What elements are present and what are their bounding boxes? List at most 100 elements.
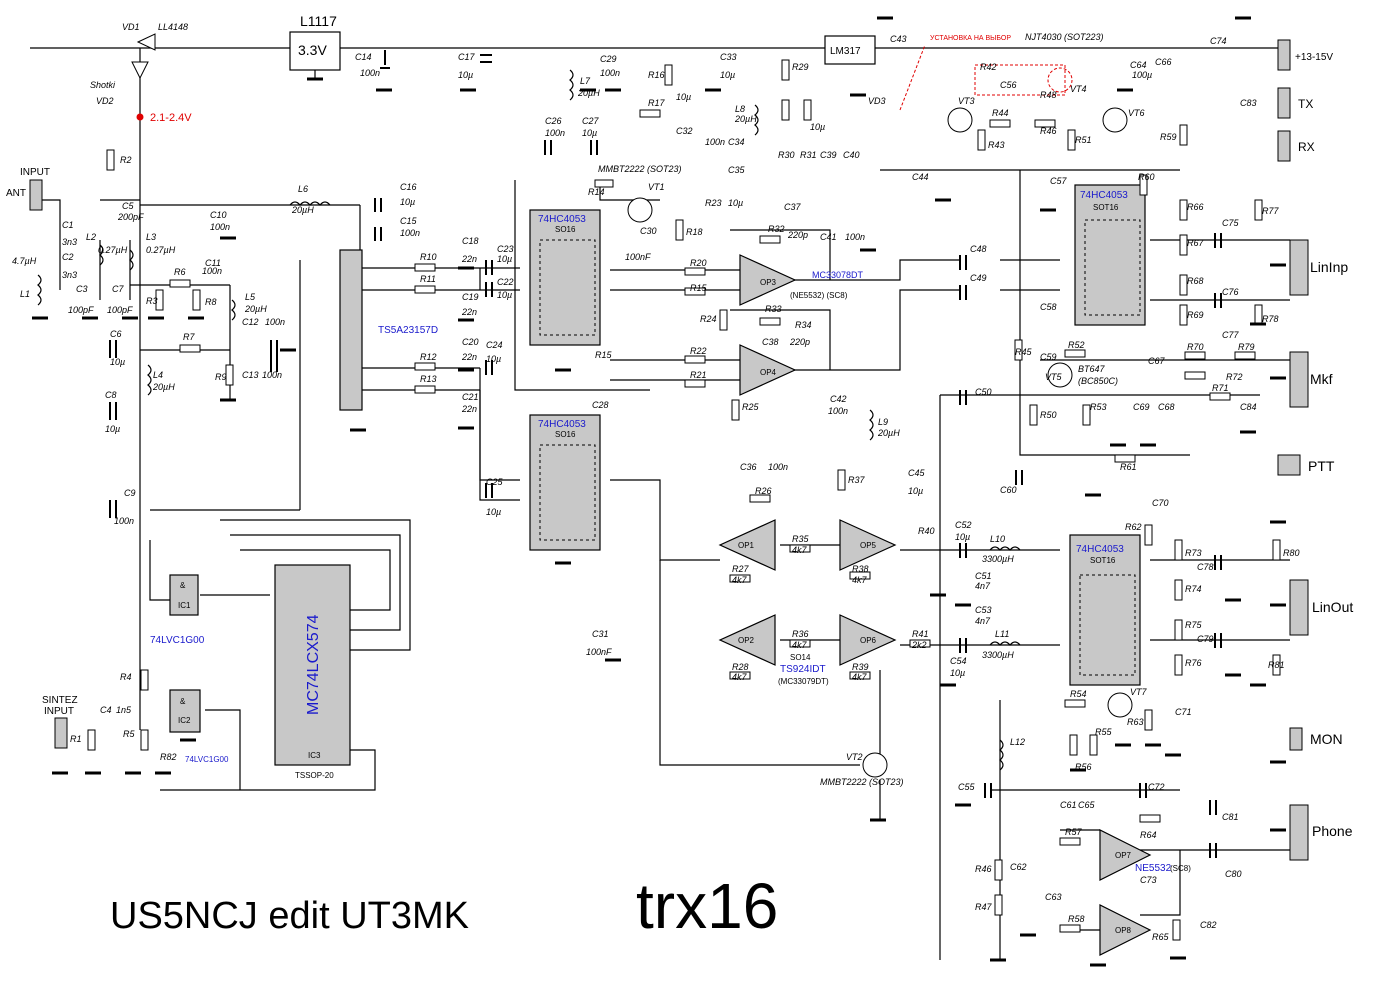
svg-text:22n: 22n — [461, 307, 477, 317]
svg-text:R41: R41 — [912, 629, 929, 639]
svg-text:20µH: 20µH — [244, 304, 267, 314]
passives — [37, 50, 1281, 941]
svg-text:L9: L9 — [878, 417, 888, 427]
svg-text:R10: R10 — [420, 252, 437, 262]
svg-text:100n: 100n — [828, 406, 848, 416]
svg-text:100n: 100n — [265, 317, 285, 327]
connector-ant[interactable] — [29, 179, 43, 211]
svg-text:C63: C63 — [1045, 892, 1062, 902]
svg-text:100pF: 100pF — [107, 305, 133, 315]
svg-text:R33: R33 — [765, 304, 782, 314]
svg-text:(BC850C): (BC850C) — [1078, 376, 1118, 386]
opamp-op5 — [839, 519, 897, 571]
connector-power[interactable] — [1277, 39, 1291, 71]
svg-text:OP5: OP5 — [860, 541, 877, 550]
svg-text:C26: C26 — [545, 116, 562, 126]
svg-text:C70: C70 — [1152, 498, 1169, 508]
transistor-vt6 — [1102, 107, 1128, 133]
svg-text:C60: C60 — [1000, 485, 1017, 495]
svg-text:R48: R48 — [1040, 90, 1057, 100]
opamp-op8 — [1099, 904, 1152, 956]
svg-text:L7: L7 — [580, 76, 591, 86]
svg-text:C33: C33 — [720, 52, 737, 62]
svg-text:220p: 220p — [789, 337, 810, 347]
svg-text:R73: R73 — [1185, 548, 1202, 558]
svg-text:2k2: 2k2 — [911, 640, 927, 650]
connector-mon[interactable] — [1289, 727, 1303, 751]
transistor-vt2 — [862, 752, 888, 778]
latch-name: MC74LCX574 — [305, 614, 322, 715]
svg-text:C77: C77 — [1222, 330, 1240, 340]
svg-text:100pF: 100pF — [68, 305, 94, 315]
transistor-vt1 — [627, 197, 653, 223]
svg-text:10µ: 10µ — [400, 197, 415, 207]
svg-text:VT1: VT1 — [648, 182, 665, 192]
svg-text:4k7: 4k7 — [792, 545, 808, 555]
svg-text:0.27µH: 0.27µH — [146, 245, 176, 255]
svg-text:R1: R1 — [70, 734, 82, 744]
svg-text:L1: L1 — [20, 289, 30, 299]
svg-text:C41: C41 — [820, 232, 837, 242]
svg-text:C49: C49 — [970, 273, 987, 283]
mux1-pkg: SO16 — [555, 225, 576, 234]
svg-text:C21: C21 — [462, 392, 479, 402]
svg-text:R9: R9 — [215, 372, 227, 382]
svg-text:Shotki: Shotki — [90, 80, 116, 90]
svg-text:R25: R25 — [742, 402, 760, 412]
svg-text:C12: C12 — [242, 317, 259, 327]
diode-vd1 — [136, 33, 156, 51]
svg-text:L12: L12 — [1010, 737, 1025, 747]
label-lininp: LinInp — [1310, 259, 1348, 275]
svg-text:C25: C25 — [486, 477, 504, 487]
svg-text:R7: R7 — [183, 332, 195, 342]
svg-text:C22: C22 — [497, 277, 514, 287]
svg-text:10µ: 10µ — [950, 668, 965, 678]
svg-text:C55: C55 — [958, 782, 976, 792]
svg-text:C72: C72 — [1148, 782, 1165, 792]
svg-text:C66: C66 — [1155, 57, 1172, 67]
svg-text:R71: R71 — [1212, 383, 1229, 393]
svg-text:R60: R60 — [1138, 172, 1155, 182]
connector-ptt[interactable] — [1277, 454, 1301, 476]
connector-lininp[interactable] — [1289, 239, 1309, 296]
svg-text:100n: 100n — [114, 516, 134, 526]
svg-text:R4: R4 — [120, 672, 132, 682]
op1256-alt: (MC33079DT) — [778, 677, 829, 686]
svg-text:C2: C2 — [62, 252, 74, 262]
svg-text:100n: 100n — [210, 222, 230, 232]
svg-text:R67: R67 — [1187, 238, 1205, 248]
connector-tx[interactable] — [1277, 87, 1291, 119]
svg-text:200pF: 200pF — [117, 212, 144, 222]
svg-text:R82: R82 — [160, 752, 177, 762]
ic2-name: IC2 — [178, 716, 191, 725]
connector-rx[interactable] — [1277, 130, 1291, 162]
connector-sintez[interactable] — [54, 717, 68, 749]
svg-text:R12: R12 — [420, 352, 437, 362]
label-rx: RX — [1298, 140, 1315, 154]
svg-text:OP4: OP4 — [760, 368, 777, 377]
svg-text:100n: 100n — [768, 462, 788, 472]
svg-text:L3: L3 — [146, 232, 156, 242]
svg-text:R38: R38 — [852, 564, 869, 574]
svg-text:10µ: 10µ — [582, 128, 597, 138]
mux4-name: 74HC4053 — [1076, 544, 1124, 555]
note-red: УСТАНОВКА НА ВЫБОР — [930, 35, 1011, 42]
svg-text:R64: R64 — [1140, 830, 1157, 840]
connector-phone[interactable] — [1289, 804, 1309, 861]
svg-text:C58: C58 — [1040, 302, 1057, 312]
svg-text:C15: C15 — [400, 216, 418, 226]
svg-text:C10: C10 — [210, 210, 227, 220]
svg-text:R3: R3 — [146, 296, 158, 306]
connector-linout[interactable] — [1289, 579, 1309, 636]
svg-text:10µ: 10µ — [720, 70, 735, 80]
svg-text:0.27µH: 0.27µH — [98, 245, 128, 255]
svg-text:C50: C50 — [975, 387, 992, 397]
svg-text:C45: C45 — [908, 468, 926, 478]
connector-mkf[interactable] — [1289, 351, 1309, 408]
svg-text:LL4148: LL4148 — [158, 22, 188, 32]
svg-text:R18: R18 — [686, 227, 703, 237]
svg-text:C16: C16 — [400, 182, 417, 192]
svg-text:C79: C79 — [1197, 634, 1214, 644]
svg-text:R62: R62 — [1125, 522, 1142, 532]
